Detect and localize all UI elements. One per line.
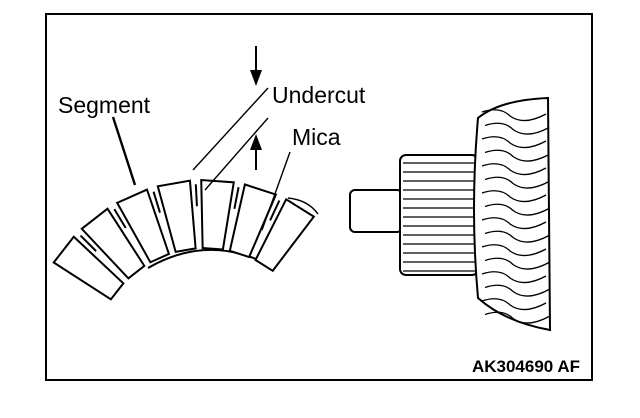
winding-wire	[481, 136, 547, 149]
winding-wire	[481, 163, 547, 176]
winding-wire	[484, 149, 550, 162]
winding-wire	[484, 257, 550, 270]
commutator-segment	[200, 178, 235, 251]
commutator-bars	[403, 162, 476, 272]
winding-wire	[481, 244, 547, 257]
undercut-leader-lower	[204, 117, 269, 191]
winding-wire	[484, 311, 550, 324]
commutator-segment	[80, 207, 146, 280]
winding-wire	[484, 230, 550, 243]
mica-slot	[152, 191, 161, 214]
undercut-arrow-down	[250, 46, 262, 86]
winding-wires	[481, 109, 550, 324]
winding-wire	[484, 176, 550, 189]
commutator-segment	[228, 183, 278, 259]
winding-wire	[484, 122, 550, 135]
armature-illustration	[349, 96, 552, 332]
shaft-end	[349, 189, 403, 233]
winding-wire	[481, 271, 547, 284]
winding-wire	[484, 284, 550, 297]
commutator-segments-diagram	[52, 178, 319, 301]
undercut-leader-upper	[192, 87, 269, 171]
outer-arc-end	[287, 197, 319, 215]
winding-wire	[481, 298, 547, 311]
mica-slot	[113, 208, 127, 229]
winding-end	[473, 96, 552, 332]
label-mica: Mica	[292, 124, 341, 150]
segment-leader	[111, 116, 137, 186]
mica-slot	[269, 200, 281, 221]
mica-slot	[233, 187, 240, 210]
label-undercut: Undercut	[272, 82, 366, 108]
winding-wire	[481, 109, 547, 122]
commutator-segment	[254, 197, 316, 273]
commutator-segment	[52, 235, 125, 301]
label-segment: Segment	[58, 92, 151, 118]
figure-code: AK304690 AF	[472, 357, 580, 376]
commutator-body	[399, 154, 479, 276]
winding-wire	[484, 203, 550, 216]
commutator-segment	[156, 179, 197, 254]
mica-slot	[79, 234, 97, 252]
mica-slot	[194, 184, 198, 207]
winding-wire	[481, 217, 547, 230]
mica-leader	[261, 151, 291, 231]
undercut-arrow-up	[250, 134, 262, 170]
winding-wire	[481, 190, 547, 203]
commutator-segment	[115, 188, 171, 264]
